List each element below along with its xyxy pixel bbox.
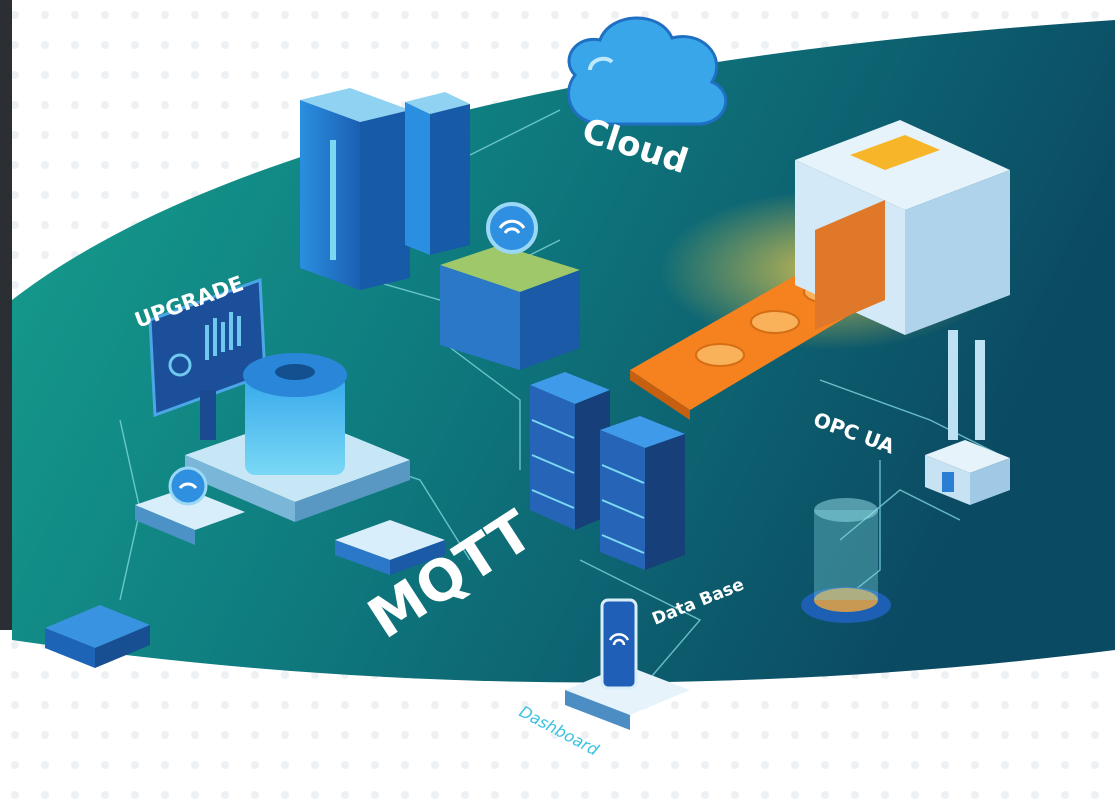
hologram-icon — [801, 498, 891, 623]
server-rack-icon — [300, 88, 470, 290]
gateway-box-icon — [45, 605, 150, 668]
database-stack-icon — [530, 372, 685, 570]
gateway-box-icon — [135, 466, 245, 545]
left-edge-panel — [0, 0, 12, 630]
smartphone-icon — [565, 598, 690, 730]
gear-icon — [185, 353, 410, 522]
wifi-router-icon — [440, 202, 580, 370]
conveyor-machine-icon — [630, 120, 1010, 420]
gateway-box-icon — [335, 520, 445, 575]
cloud-icon — [567, 16, 728, 126]
factory-chimney-icon — [925, 330, 1010, 505]
